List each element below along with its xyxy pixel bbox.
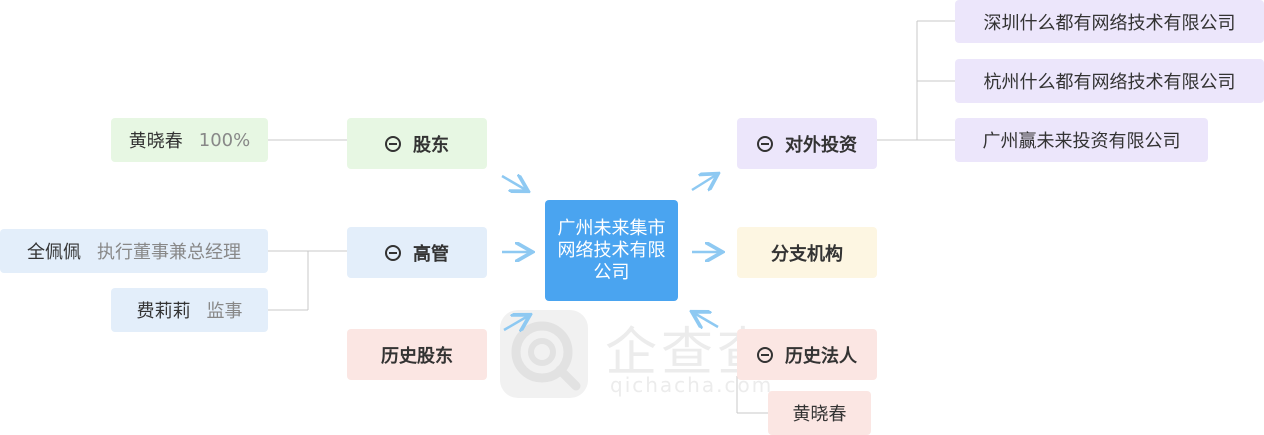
shareholder-node[interactable]: 黄晓春 100% <box>111 118 268 162</box>
company-name: 深圳什么都有网络技术有限公司 <box>983 12 1236 34</box>
person-name: 黄晓春 <box>792 404 847 425</box>
category-history-legal-rep[interactable]: 历史法人 <box>737 329 877 380</box>
category-label: 历史股东 <box>381 345 453 367</box>
category-label: 对外投资 <box>785 134 857 156</box>
category-investments[interactable]: 对外投资 <box>737 118 877 169</box>
company-name: 杭州什么都有网络技术有限公司 <box>983 72 1236 93</box>
share-ratio: 100% <box>198 129 251 151</box>
arrow-history-shareholders <box>503 316 528 330</box>
category-executives[interactable]: 高管 <box>347 227 487 278</box>
investment-node[interactable]: 杭州什么都有网络技术有限公司 <box>955 59 1264 103</box>
center-company[interactable]: 广州未来集市网络技术有限公司 <box>545 200 678 301</box>
category-label: 高管 <box>413 243 449 265</box>
executive-node[interactable]: 费莉莉 监事 <box>111 288 268 332</box>
category-branches[interactable]: 分支机构 <box>737 227 877 278</box>
collapse-icon[interactable] <box>385 135 401 152</box>
investment-node[interactable]: 深圳什么都有网络技术有限公司 <box>955 0 1264 43</box>
person-name: 黄晓春 <box>128 131 183 152</box>
arrow-investments <box>691 175 716 190</box>
flow-arrows <box>501 175 720 330</box>
category-label: 分支机构 <box>771 243 843 265</box>
executive-node[interactable]: 全佩佩 执行董事兼总经理 <box>0 229 268 273</box>
arrow-shareholders <box>501 176 526 190</box>
category-label: 历史法人 <box>785 345 857 367</box>
company-name: 广州赢未来投资有限公司 <box>982 131 1181 152</box>
person-name: 全佩佩 <box>27 242 81 263</box>
investment-node[interactable]: 广州赢未来投资有限公司 <box>955 118 1208 162</box>
legal-rep-node[interactable]: 黄晓春 <box>768 391 871 435</box>
center-company-label: 广州未来集市网络技术有限公司 <box>557 217 666 283</box>
collapse-icon[interactable] <box>385 244 401 261</box>
person-name: 费莉莉 <box>136 301 191 322</box>
position-title: 监事 <box>206 301 243 322</box>
arrow-history-legal-rep <box>694 313 719 327</box>
category-history-shareholders[interactable]: 历史股东 <box>347 329 487 380</box>
collapse-icon[interactable] <box>757 135 773 152</box>
category-shareholders[interactable]: 股东 <box>347 118 487 169</box>
position-title: 执行董事兼总经理 <box>97 242 241 263</box>
collapse-icon[interactable] <box>757 346 773 363</box>
category-label: 股东 <box>413 134 449 156</box>
tree-lines <box>268 20 955 414</box>
